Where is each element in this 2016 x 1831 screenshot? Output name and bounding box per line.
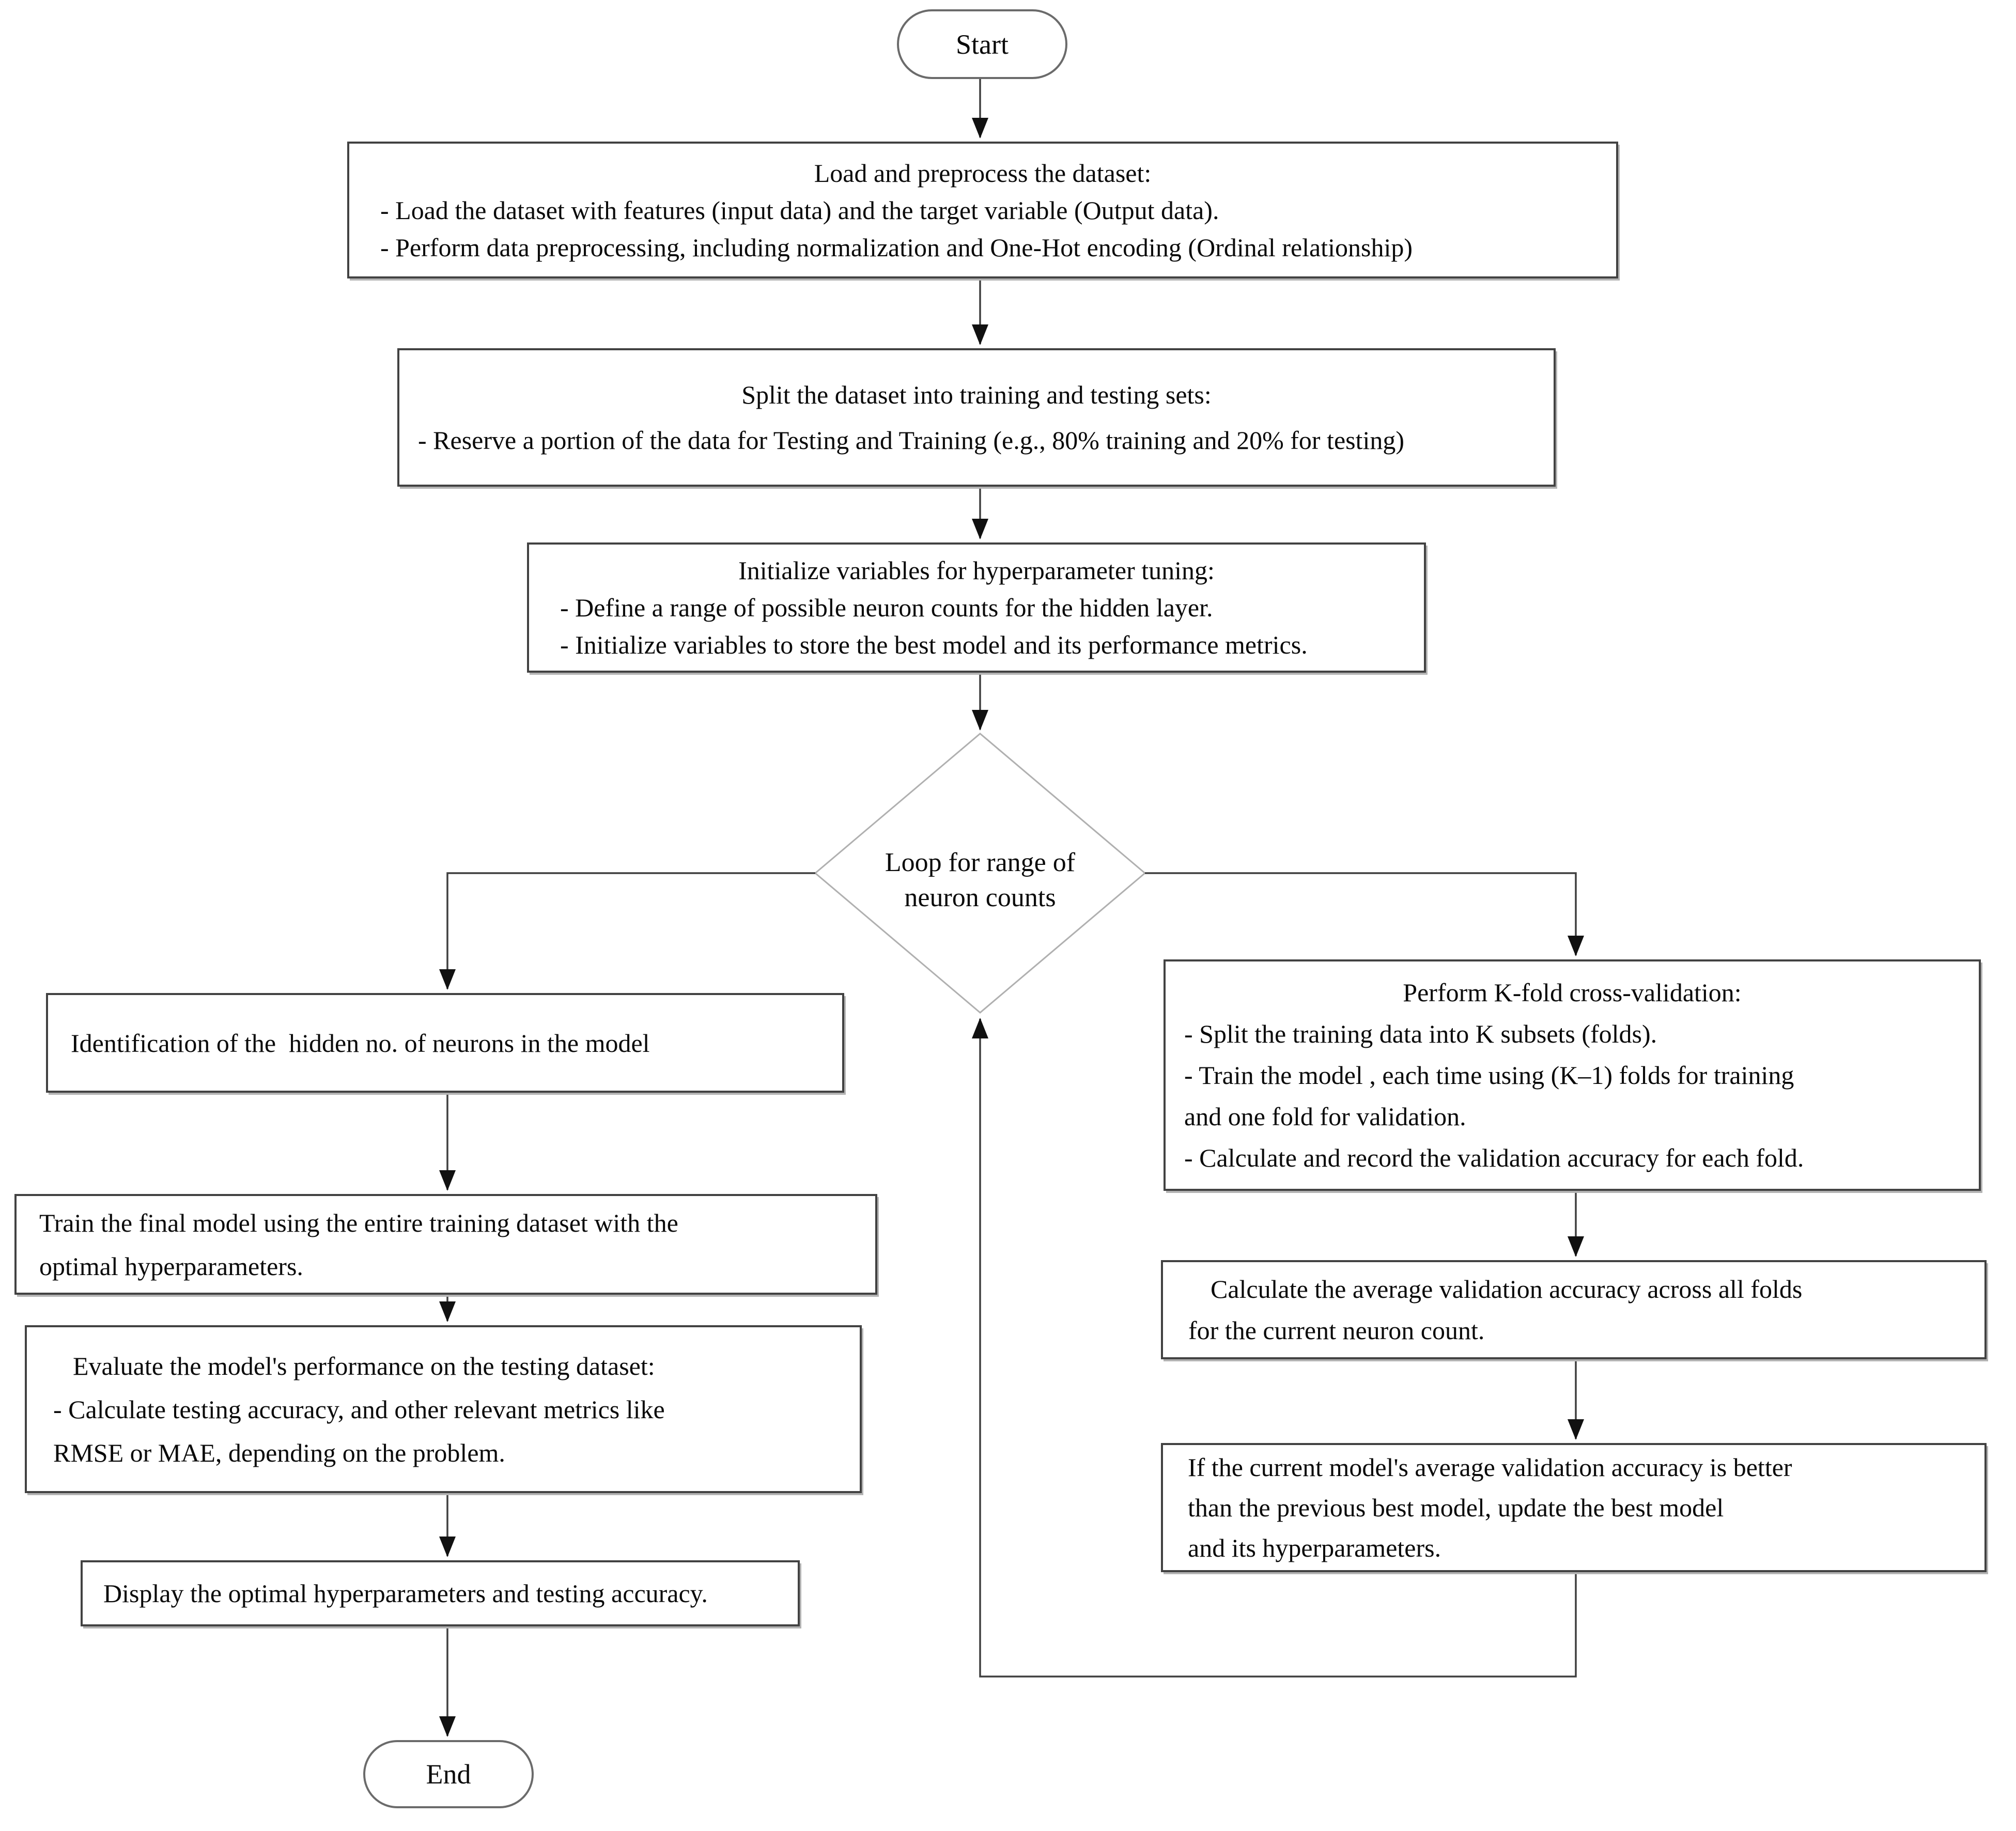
box-title: Initialize variables for hyperparameter …: [738, 556, 1215, 585]
end-label: End: [426, 1759, 471, 1790]
text-line: - Initialize variables to store the best…: [560, 630, 1308, 659]
text-line: Calculate the average validation accurac…: [1211, 1275, 1803, 1304]
load-preprocess-box: Load and preprocess the dataset: - Load …: [347, 142, 1618, 278]
identify-neurons-box: Identification of the hidden no. of neur…: [46, 993, 844, 1093]
connector-loopback-to-decision: [972, 1018, 1577, 1678]
start-terminator: Start: [897, 9, 1067, 79]
text-line: - Calculate and record the validation ac…: [1184, 1143, 1804, 1172]
text-line: - Perform data preprocessing, including …: [380, 232, 1413, 262]
box-title: Load and preprocess the dataset:: [814, 158, 1152, 188]
text-line: Identification of the hidden no. of neur…: [71, 1028, 650, 1058]
text-line: - Calculate testing accuracy, and other …: [53, 1394, 665, 1424]
split-dataset-box: Split the dataset into training and test…: [397, 348, 1556, 487]
text-line: - Train the model , each time using (K–1…: [1184, 1061, 1794, 1090]
initialize-variables-box: Initialize variables for hyperparameter …: [527, 542, 1426, 673]
evaluate-performance-box: Evaluate the model's performance on the …: [25, 1325, 862, 1493]
kfold-cross-validation-box: Perform K-fold cross-validation: - Split…: [1164, 959, 1981, 1191]
text-line: optimal hyperparameters.: [39, 1251, 303, 1281]
text-line: and its hyperparameters.: [1188, 1533, 1441, 1562]
box-title: Perform K-fold cross-validation:: [1403, 978, 1742, 1007]
text-line: - Define a range of possible neuron coun…: [560, 593, 1213, 622]
text-line: than the previous best model, update the…: [1188, 1493, 1724, 1522]
text-line: and one fold for validation.: [1184, 1102, 1466, 1131]
average-validation-accuracy-box: Calculate the average validation accurac…: [1161, 1260, 1987, 1359]
display-results-box: Display the optimal hyperparameters and …: [81, 1560, 800, 1626]
loop-decision-diamond: [814, 733, 1146, 1014]
text-line: Loop for range of: [885, 848, 1076, 877]
start-label: Start: [956, 28, 1009, 60]
text-line: - Load the dataset with features (input …: [380, 195, 1219, 225]
update-best-model-box: If the current model's average validatio…: [1161, 1443, 1987, 1572]
text-line: Train the final model using the entire t…: [39, 1208, 678, 1237]
train-final-model-box: Train the final model using the entire t…: [14, 1194, 877, 1295]
text-line: neuron counts: [904, 883, 1056, 912]
text-line: RMSE or MAE, depending on the problem.: [53, 1438, 505, 1467]
text-line: for the current neuron count.: [1188, 1316, 1485, 1345]
end-terminator: End: [363, 1740, 534, 1808]
box-title: Evaluate the model's performance on the …: [73, 1351, 655, 1380]
box-title: Split the dataset into training and test…: [741, 380, 1212, 409]
text-line: If the current model's average validatio…: [1188, 1453, 1792, 1482]
connector-decision-to-kfold: [1145, 872, 1584, 956]
connector-decision-to-identify: [439, 872, 815, 990]
text-line: - Reserve a portion of the data for Test…: [418, 426, 1405, 455]
text-line: Display the optimal hyperparameters and …: [103, 1579, 708, 1608]
loop-decision-label: Loop for range of neuron counts: [825, 845, 1135, 915]
text-line: - Split the training data into K subsets…: [1184, 1019, 1657, 1048]
